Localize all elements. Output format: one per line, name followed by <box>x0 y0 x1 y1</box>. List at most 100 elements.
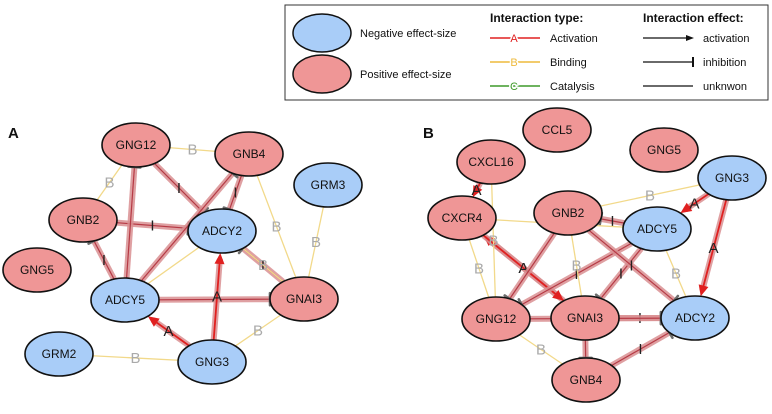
edge-a-gnb4-gnai3: B <box>248 153 305 300</box>
legend-activation-letter: A <box>510 33 518 45</box>
edge-b-gnb2-adcy2-core <box>588 229 675 302</box>
node-b-gnb2-label: GNB2 <box>552 206 585 220</box>
node-b-ccl5[interactable]: CCL5 <box>522 107 592 153</box>
legend-effect-unknown-label: unknwon <box>703 81 747 93</box>
legend-interaction-effect-title: Interaction effect: <box>643 11 744 25</box>
edge-b-gng3-adcy2-arrowhead <box>698 284 709 297</box>
node-b-gng5-shape <box>629 127 699 173</box>
node-a-gnai3[interactable]: GNAI3 <box>269 276 339 322</box>
node-a-adcy5-shape <box>90 277 160 323</box>
edge-b-cxcl16-cxcr4-arrowhead <box>472 185 483 198</box>
edge-b-gnb4-adcy2-core <box>611 332 670 366</box>
node-a-grm3-shape <box>293 162 363 208</box>
node-b-gnai3[interactable]: GNAI3 <box>550 295 620 341</box>
node-b-gng3-label: GNG3 <box>715 171 749 185</box>
node-b-gng5-label: GNG5 <box>647 143 681 157</box>
node-b-gnb4[interactable]: GNB4 <box>551 357 621 403</box>
edge-b-gnb2-gng12-core <box>509 232 555 300</box>
node-a-adcy5[interactable]: ADCY5 <box>90 277 160 323</box>
edge-a-adcy5-gnb2-letter: I <box>102 252 106 269</box>
edge-a-adcy5-gnb2-core <box>93 240 115 280</box>
edge-b-adcy5-gnb2-letter: I <box>610 213 614 230</box>
node-a-adcy2-label: ADCY2 <box>202 224 242 238</box>
node-b-gng5[interactable]: GNG5 <box>629 127 699 173</box>
edge-b-gng3-adcy5: A <box>680 191 711 214</box>
node-a-gng12[interactable]: GNG12 <box>101 122 171 168</box>
edge-b-cxcl16-cxcr4-letter: A <box>471 182 481 199</box>
edge-a-gng3-adcy5-letter: A <box>163 323 173 340</box>
node-b-cxcr4[interactable]: CXCR4 <box>427 195 497 241</box>
node-b-adcy2[interactable]: ADCY2 <box>660 295 730 341</box>
node-b-adcy5-label: ADCY5 <box>637 222 677 236</box>
edge-b-cxcr4-gnai3-letter: A <box>518 260 528 277</box>
node-b-adcy5[interactable]: ADCY5 <box>622 206 692 252</box>
node-a-gnai3-shape <box>269 276 339 322</box>
node-a-gnb2-shape <box>48 197 118 243</box>
edge-b-adcy5-gnai3-core <box>600 248 642 299</box>
edge-a-adcy5-gng12-core <box>125 166 136 279</box>
edge-b-cxcl16-cxcr4: A <box>471 181 483 199</box>
node-a-gnb4-label: GNB4 <box>233 147 266 161</box>
legend: Negative effect-size Positive effect-siz… <box>284 4 769 101</box>
edge-b-adcy5-gnai3-letter: I <box>619 266 623 283</box>
edge-a-gng3-adcy5-arrowhead <box>147 316 160 327</box>
edge-a-gng3-adcy2-letter: A <box>212 289 222 306</box>
node-b-gng12[interactable]: GNG12 <box>461 296 531 342</box>
edge-b-cxcr4-gnai3-core <box>482 234 560 298</box>
node-a-gnb2-label: GNB2 <box>67 213 100 227</box>
edge-b-gng3-adcy5-letter: A <box>689 196 699 213</box>
node-b-gng12-shape <box>461 296 531 342</box>
node-a-grm2[interactable]: GRM2 <box>24 331 94 377</box>
node-a-gng3[interactable]: GNG3 <box>177 339 247 385</box>
node-a-gng12-label: GNG12 <box>116 138 157 152</box>
node-a-gng5[interactable]: GNG5 <box>2 247 72 293</box>
node-a-gnb2[interactable]: GNB2 <box>48 197 118 243</box>
node-a-adcy2-shape <box>187 208 257 254</box>
node-b-gnb2-shape <box>533 190 603 236</box>
edge-a-gnb4-gnai3-line <box>248 153 305 300</box>
node-b-gnb4-shape <box>551 357 621 403</box>
node-b-ccl5-label: CCL5 <box>542 123 573 137</box>
legend-negative-label: Negative effect-size <box>360 28 456 40</box>
node-a-gnb4[interactable]: GNB4 <box>214 131 284 177</box>
node-a-grm3[interactable]: GRM3 <box>293 162 363 208</box>
edge-b-cxcl16-gng12-letter: B <box>488 233 498 250</box>
edge-a-grm2-gng3-letter: B <box>130 350 140 367</box>
edge-b-gnb2-gng3-letter: B <box>645 188 655 205</box>
node-b-gng3-shape <box>697 155 767 201</box>
edge-a-gnb4-adcy2-core <box>228 175 243 210</box>
legend-catalysis-label: Catalysis <box>550 81 595 93</box>
node-b-gng3[interactable]: GNG3 <box>697 155 767 201</box>
legend-effect-inhibition-label: inhibition <box>703 57 746 69</box>
legend-effect-arrowhead <box>686 35 694 41</box>
edge-b-gng3-adcy2-letter: A <box>708 240 718 257</box>
node-a-gng3-label: GNG3 <box>195 355 229 369</box>
node-b-adcy5-shape <box>622 206 692 252</box>
edge-b-gnb4-adcy2-letter: I <box>638 341 642 358</box>
node-b-gnai3-shape <box>550 295 620 341</box>
legend-binding-letter: B <box>510 57 517 69</box>
edge-b-cxcr4-gng12-letter: B <box>474 261 484 278</box>
node-a-gng5-shape <box>2 247 72 293</box>
edge-b-cxcl16-gng12: B <box>488 161 499 320</box>
edge-a-gng3-adcy5: A <box>147 316 191 349</box>
edge-b-gng12-gnb4-letter: B <box>536 342 546 359</box>
node-b-gnb2[interactable]: GNB2 <box>533 190 603 236</box>
panel-a-letter: A <box>8 125 19 142</box>
node-b-cxcl16[interactable]: CXCL16 <box>456 139 526 185</box>
legend-frame <box>284 4 769 101</box>
edge-a-grm3-gnai3-letter: B <box>311 234 321 251</box>
legend-negative-swatch <box>292 13 352 53</box>
edge-a-gnb4-gnai3-letter: B <box>271 219 281 236</box>
edge-a-gng12-adcy2-letter: I <box>177 180 181 197</box>
legend-catalysis-letter: C <box>510 81 518 93</box>
edge-a-adcy2-gnai3-letter: B <box>258 257 268 274</box>
edge-a-gng12-gnb4-letter: B <box>187 142 197 159</box>
panel-b-letter: B <box>423 125 434 142</box>
edge-b-gnai3-gnb4 <box>578 339 593 360</box>
edge-b-gng3-adcy5-arrowhead <box>680 202 693 214</box>
edge-a-gng3-adcy2-arrowhead <box>214 253 225 265</box>
node-a-adcy2[interactable]: ADCY2 <box>187 208 257 254</box>
node-a-gnb4-shape <box>214 131 284 177</box>
